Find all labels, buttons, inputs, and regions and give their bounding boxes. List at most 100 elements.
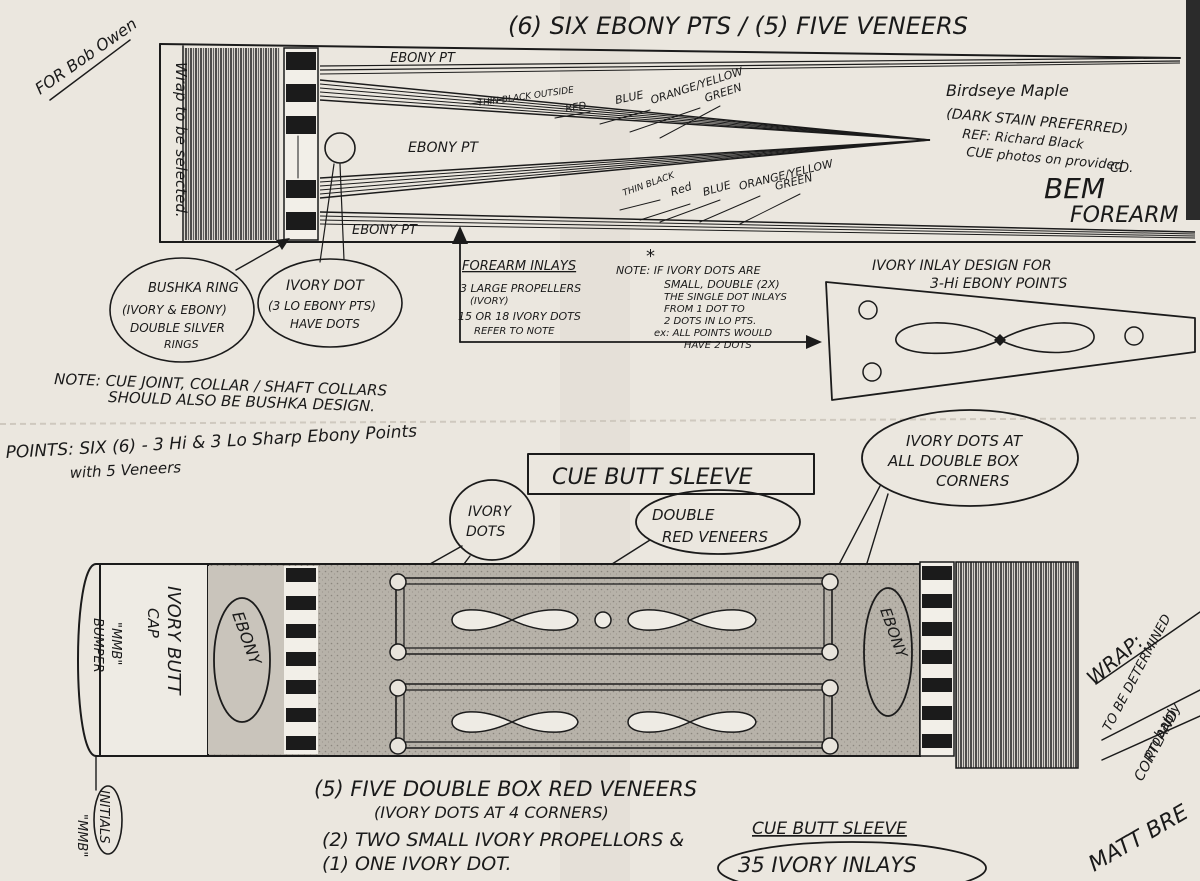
forearm-arrow — [452, 226, 468, 244]
forearm-ivory-dot — [324, 132, 356, 164]
ebony-left-oval — [213, 597, 271, 723]
callout-dots: DOTS — [466, 524, 505, 540]
veneer-label-red: RED — [565, 100, 588, 115]
note-line-6: ex: ALL POINTS WOULD — [654, 328, 772, 339]
wrap-to-be-selected: Wrap to be selected. — [172, 62, 190, 218]
bottom-note-2: (IVORY DOTS AT 4 CORNERS) — [374, 803, 609, 822]
bushka-ring — [283, 47, 319, 241]
propeller — [451, 609, 579, 631]
callout-corners-2: ALL DOUBLE BOX — [887, 452, 1020, 470]
butt-cap-label: IVORY BUTT CAP — [144, 586, 184, 697]
callout-corners-1: IVORY DOTS AT — [906, 432, 1024, 450]
initials-callout: INITIALS "MMB" — [74, 755, 123, 857]
note-line-5: 2 DOTS IN LO PTS. — [664, 316, 756, 327]
ivory-dot-have: HAVE DOTS — [290, 317, 360, 331]
wood-line-5: CD. — [1110, 161, 1133, 176]
sleeve-wrap-hatching — [955, 561, 1079, 769]
box-dot — [821, 679, 839, 697]
ebony-pt-center: EBONY PT — [408, 140, 479, 156]
initials-label: INITIALS — [96, 790, 111, 844]
propeller — [451, 711, 579, 733]
note-block: * NOTE: IF IVORY DOTS ARE SMALL, DOUBLE … — [616, 246, 788, 351]
note-line-7: HAVE 2 DOTS — [684, 340, 752, 351]
note-line-1: NOTE: IF IVORY DOTS ARE — [616, 264, 761, 277]
box-dot — [389, 643, 407, 661]
bumper-text: BUMPER — [90, 618, 105, 673]
bushka-ring-callout: BUSHKA RING (IVORY & EBONY) DOUBLE SILVE… — [109, 238, 290, 363]
ebony-pt-top: EBONY PT — [390, 51, 456, 66]
butt-cap-line-2: CAP — [144, 608, 162, 639]
ivory-dot-callout: IVORY DOT (3 LO EBONY PTS) HAVE DOTS — [257, 163, 403, 348]
forearm-inlays-line-4: REFER TO NOTE — [474, 326, 555, 337]
cue-butt-sleeve-drawing — [77, 561, 1079, 769]
forearm-inlays-title: FOREARM INLAYS — [462, 259, 576, 274]
design-dot-3 — [1124, 326, 1144, 346]
bushka-ring-double: DOUBLE SILVER — [130, 321, 225, 335]
inlay-count: 35 IVORY INLAYS — [738, 853, 917, 877]
inlay-design-title-2: 3-Hi EBONY POINTS — [930, 276, 1067, 292]
ebony-right-oval — [863, 587, 913, 717]
double-box-bottom — [389, 679, 839, 755]
propeller — [627, 609, 757, 631]
forearm-inlays-line-3: 15 OR 18 IVORY DOTS — [458, 310, 581, 323]
design-propeller-hub — [994, 334, 1006, 346]
forearm-label: FOREARM — [1070, 203, 1178, 228]
sleeve-ring-left — [284, 566, 318, 754]
ivory-dot-title: IVORY DOT — [286, 278, 365, 294]
page-edge — [1186, 0, 1200, 220]
ebony-pt-bottom: EBONY PT — [352, 223, 418, 238]
bem-label: BEM — [1044, 172, 1105, 205]
ivory-inlay-design: IVORY INLAY DESIGN FOR 3-Hi EBONY POINTS — [825, 258, 1196, 401]
note-line-3: THE SINGLE DOT INLAYS — [664, 292, 788, 303]
box-dot — [821, 573, 839, 591]
callout-double: DOUBLE — [652, 506, 715, 524]
cue-butt-sleeve-title: CUE BUTT SLEEVE — [527, 453, 815, 495]
inlay-design-title-1: IVORY INLAY DESIGN FOR — [872, 258, 1052, 274]
bushka-ring-rings: RINGS — [164, 338, 199, 351]
sleeve-ebony-left-zone — [208, 566, 284, 754]
dedication-underline — [49, 39, 131, 101]
callout-red-veneers: RED VENEERS — [662, 528, 769, 546]
inlay-arrow-head — [806, 335, 822, 349]
double-box-top — [389, 573, 839, 661]
bushka-ring-materials: (IVORY & EBONY) — [122, 303, 227, 317]
bushka-ring-title: BUSHKA RING — [148, 281, 239, 296]
bottom-note-4: (1) ONE IVORY DOT. — [322, 853, 512, 875]
ebony-point-outline — [825, 281, 1196, 401]
butt-cap-line-1: IVORY BUTT — [163, 586, 184, 697]
cue-butt-sleeve-note: CUE BUTT SLEEVE — [752, 819, 907, 839]
bumper-mmb: "MMB" — [108, 622, 123, 665]
callout-corners-3: CORNERS — [936, 472, 1010, 490]
box-dot — [821, 737, 839, 755]
forearm-drawing: Wrap to be selected. — [159, 43, 1196, 349]
ivory-dot-lo: (3 LO EBONY PTS) — [268, 299, 376, 313]
page-title: (6) SIX EBONY PTS / (5) FIVE VENEERS — [508, 12, 968, 40]
forearm-inlays-line-1: 3 LARGE PROPELLERS — [460, 282, 581, 295]
bottom-note-1: (5) FIVE DOUBLE BOX RED VENEERS — [314, 777, 697, 801]
design-dot-2 — [862, 362, 882, 382]
upper-point-veneers — [319, 57, 1196, 239]
box-dot — [389, 737, 407, 755]
note-star: * — [646, 246, 655, 267]
cue-butt-sleeve-label: CUE BUTT SLEEVE — [552, 465, 752, 490]
wrap-hatching — [184, 48, 280, 240]
points-line-2: with 5 Veneers — [69, 458, 181, 482]
note-line-2: SMALL, DOUBLE (2X) — [664, 278, 780, 291]
sleeve-ring-right — [919, 561, 955, 757]
note-line-4: FROM 1 DOT TO — [664, 304, 745, 315]
initials-mmb: "MMB" — [74, 814, 89, 857]
box-dot — [821, 643, 839, 661]
callout-double-red: DOUBLE RED VENEERS — [589, 489, 801, 579]
center-dot — [594, 611, 612, 629]
box-dot — [389, 679, 407, 697]
design-dot-1 — [858, 300, 878, 320]
inlay-count-oval — [717, 841, 987, 881]
forearm-top-edge — [159, 43, 1181, 59]
forearm-inlays-note: FOREARM INLAYS 3 LARGE PROPELLERS (IVORY… — [458, 259, 581, 337]
callout-ivory: IVORY — [468, 504, 512, 520]
wrap-note: Wrap to be selected. — [172, 62, 190, 218]
veneer-label-blue: BLUE — [614, 88, 645, 107]
box-dot — [389, 573, 407, 591]
butt-cap — [99, 563, 209, 757]
propeller — [627, 711, 757, 733]
